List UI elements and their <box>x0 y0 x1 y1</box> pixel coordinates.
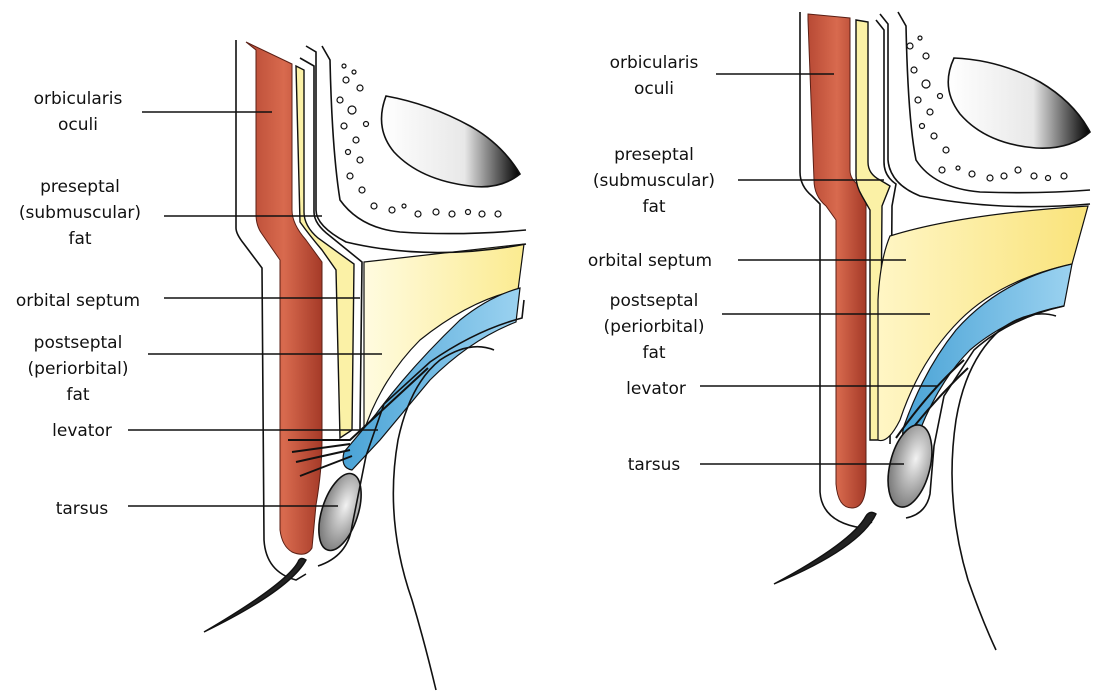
sinus-left <box>382 96 521 187</box>
globe-outline-right <box>952 314 1056 650</box>
label-line: oculi <box>634 79 674 99</box>
diagram-left: orbicularis oculi preseptal (submuscular… <box>16 40 526 690</box>
label-line: fat <box>68 229 91 249</box>
label-line: orbital septum <box>588 251 712 271</box>
label-line: (submuscular) <box>593 171 715 191</box>
label-line: tarsus <box>628 455 681 475</box>
sinus-right <box>948 58 1090 148</box>
eyelash-right <box>774 512 876 584</box>
label-line: preseptal <box>40 177 120 197</box>
label-line: levator <box>626 379 686 399</box>
label-line: postseptal <box>34 333 123 353</box>
label-line: (periorbital) <box>604 317 705 337</box>
label-postseptal-fat: postseptal (periorbital) fat <box>28 333 382 405</box>
label-line: preseptal <box>614 145 694 165</box>
label-line: (periorbital) <box>28 359 129 379</box>
label-line: postseptal <box>610 291 699 311</box>
diagram-right: orbicularis oculi preseptal (submuscular… <box>588 12 1090 650</box>
label-line: orbicularis <box>34 89 123 109</box>
label-line: fat <box>642 343 665 363</box>
label-line: (submuscular) <box>19 203 141 223</box>
label-line: levator <box>52 421 112 441</box>
label-line: tarsus <box>56 499 109 519</box>
label-line: oculi <box>58 115 98 135</box>
label-line: orbicularis <box>610 53 699 73</box>
label-line: fat <box>66 385 89 405</box>
label-line: orbital septum <box>16 291 140 311</box>
label-line: fat <box>642 197 665 217</box>
eyelash-left <box>204 558 306 632</box>
label-levator: levator <box>52 421 378 441</box>
